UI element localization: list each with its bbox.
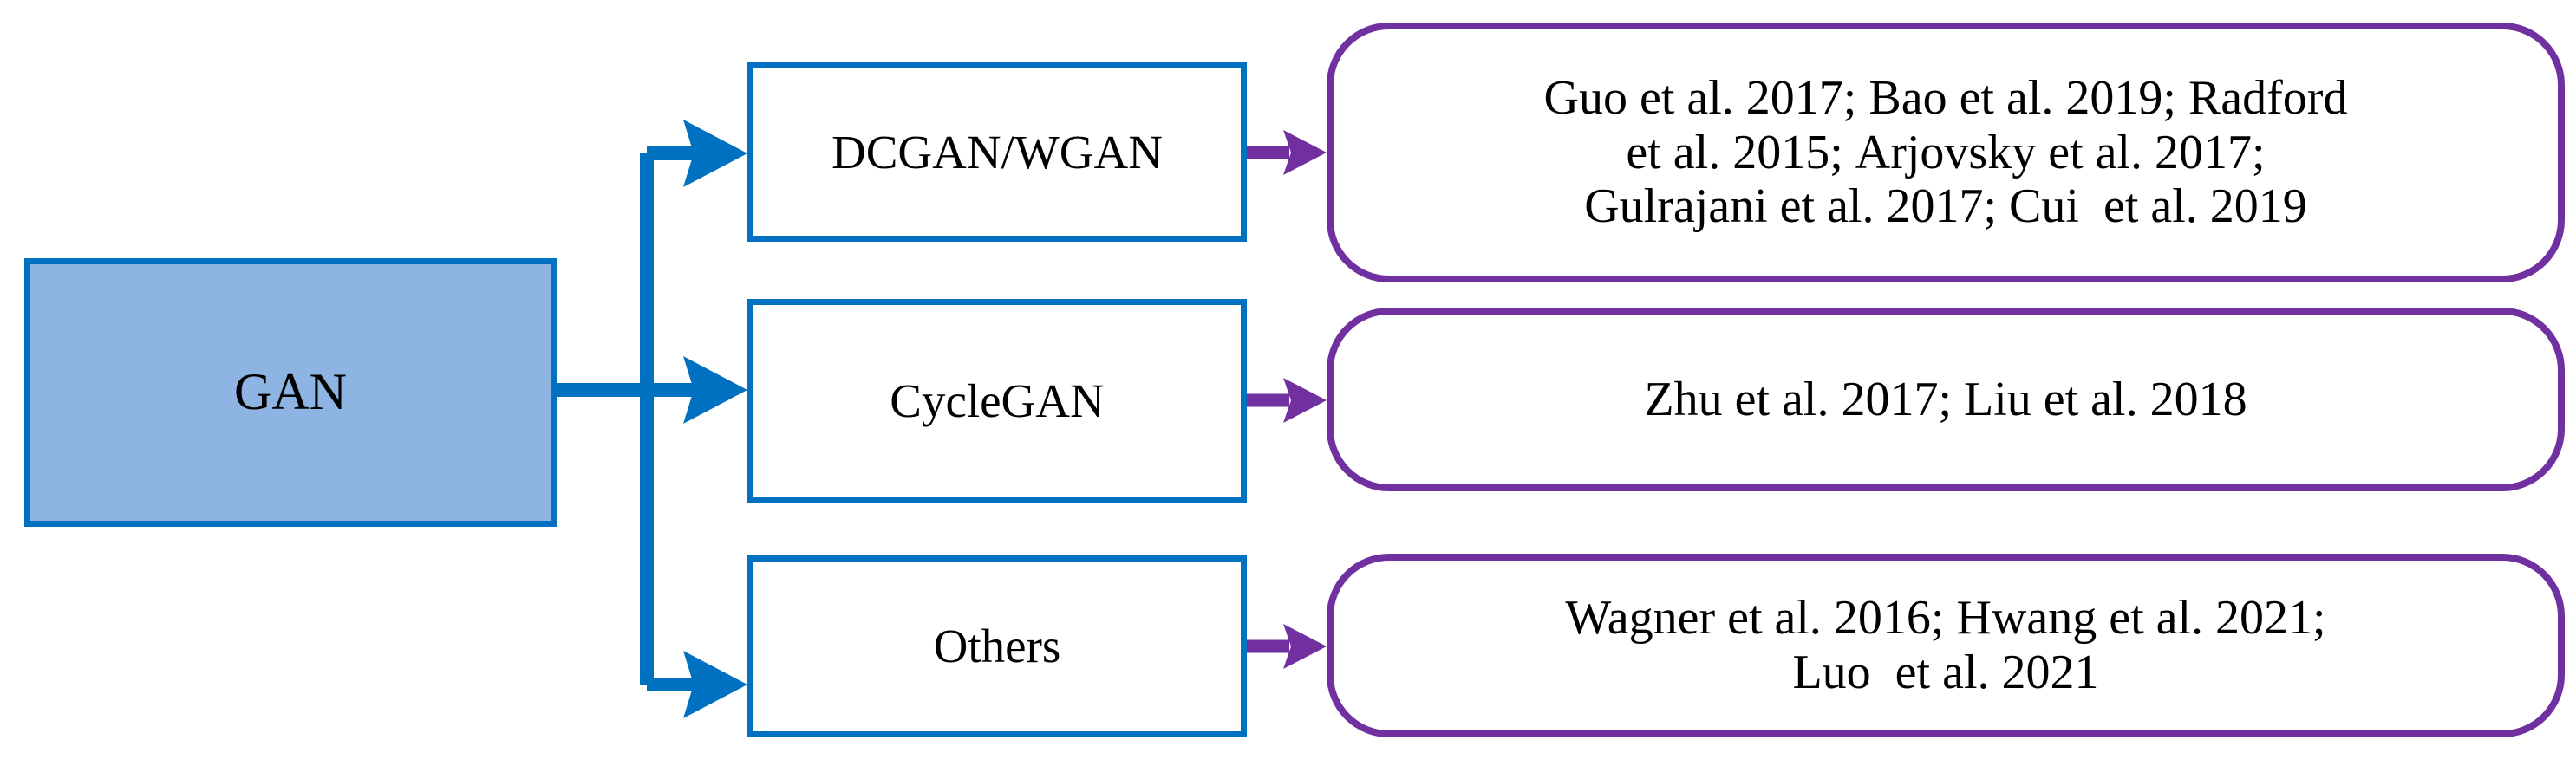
node-references-dcgan-wgan[interactable]: Guo et al. 2017; Bao et al. 2019; Radfor…	[1327, 23, 2565, 282]
node-references-others[interactable]: Wagner et al. 2016; Hwang et al. 2021;Lu…	[1327, 554, 2565, 737]
arrowhead-refs-1	[1283, 130, 1327, 175]
node-gan-root[interactable]: GAN	[24, 258, 557, 527]
node-category-dcgan-wgan[interactable]: DCGAN/WGAN	[747, 62, 1247, 242]
arrowhead-refs-2	[1283, 378, 1327, 423]
arrowhead-cyclegan	[683, 356, 747, 424]
node-category-cyclegan[interactable]: CycleGAN	[747, 299, 1247, 503]
purple-connector-group	[1240, 130, 1327, 669]
node-category-others[interactable]: Others	[747, 555, 1247, 737]
references-cyclegan-text: Zhu et al. 2017; Liu et al. 2018	[1644, 372, 2247, 426]
node-gan-root-label: GAN	[234, 363, 347, 421]
node-category-cyclegan-label: CycleGAN	[890, 373, 1105, 427]
arrowhead-dcgan	[683, 120, 747, 187]
references-others-text: Wagner et al. 2016; Hwang et al. 2021;Lu…	[1565, 591, 2326, 699]
blue-connector-group	[555, 120, 747, 718]
node-category-dcgan-wgan-label: DCGAN/WGAN	[831, 125, 1163, 179]
arrowhead-others	[683, 651, 747, 718]
references-dcgan-wgan-text: Guo et al. 2017; Bao et al. 2019; Radfor…	[1543, 70, 2348, 234]
arrowhead-refs-3	[1283, 624, 1327, 669]
node-category-others-label: Others	[933, 620, 1061, 673]
node-references-cyclegan[interactable]: Zhu et al. 2017; Liu et al. 2018	[1327, 308, 2565, 491]
